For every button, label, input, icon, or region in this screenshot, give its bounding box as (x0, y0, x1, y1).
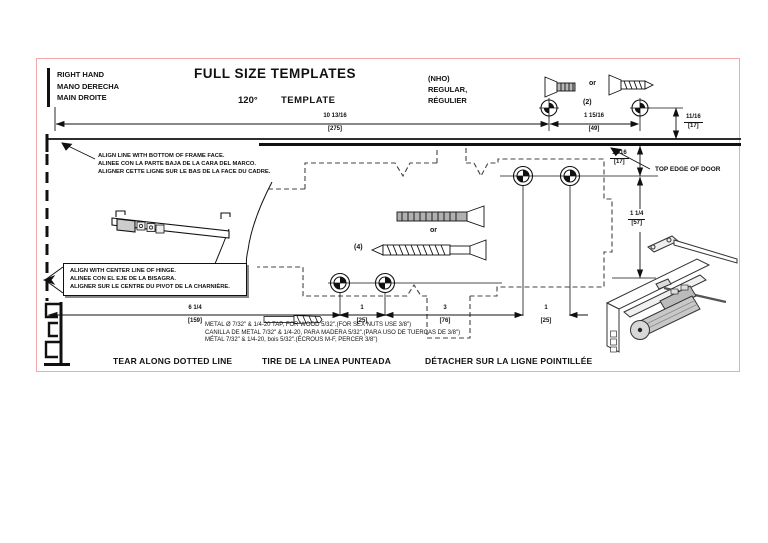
dim-17-top-in: 11/16 (684, 114, 703, 123)
align-frame-fr: ALIGNER CETTE LIGNE SUR LE BAS DE LA FAC… (98, 169, 271, 175)
dim-76-in: 3 (443, 305, 447, 311)
align-frame-note: ALIGN LINE WITH BOTTOM OF FRAME FACE. AL… (98, 152, 270, 176)
qty-label-mid: (4) (354, 244, 363, 251)
dim-25a-in: 1 (360, 305, 364, 311)
dim-25b-in: 1 (544, 305, 548, 311)
top-edge-of-door-label: TOP EDGE OF DOOR (655, 166, 721, 173)
dim-17-door: 11/16 [17] (610, 150, 629, 166)
dim-17-top: 11/16 [17] (684, 114, 703, 130)
dim-17-door-mm: [17] (614, 158, 625, 165)
drill-note-es: CANILLA DE METAL 7/32" & 1/4-20, PARA MA… (205, 329, 461, 336)
dim-57: 1 1/4 [57] (627, 211, 647, 227)
dim-49-mm: [49] (588, 125, 600, 132)
sheet-border (36, 58, 740, 372)
drill-note-fr: MÉTAL 7/32" & 1/4-20, bois 5/32".(ÉCROUS… (205, 337, 378, 344)
regular-label-fr: RÉGULIER (428, 96, 467, 105)
tear-label-en: TEAR ALONG DOTTED LINE (113, 356, 233, 366)
page-title: FULL SIZE TEMPLATES (193, 66, 357, 81)
dim-159-in: 6 1/4 (188, 305, 202, 311)
template-angle: 120° (238, 95, 258, 106)
drill-note-en: METAL Ø 7/32" & 1/4-20 TAP, FOR WOOD 5/3… (205, 322, 412, 328)
dim-49-in: 1 15/16 (583, 113, 605, 119)
align-hinge-es: ALINEE CON EL EJE DE LA BISAGRA. (70, 276, 176, 282)
dim-275-in: 10 13/16 (323, 113, 347, 119)
dim-57-in: 1 1/4 (628, 211, 646, 220)
dim-17-door-in: 11/16 (610, 150, 629, 159)
dim-275-mm: [275] (327, 125, 343, 132)
regular-label: (NHO) REGULAR, RÉGULIER (428, 73, 467, 106)
hand-label-en: RIGHT HAND (57, 70, 105, 79)
qty-label-top: (2) (583, 99, 592, 106)
or-label-mid: or (430, 227, 437, 234)
align-hinge-en: ALIGN WITH CENTER LINE OF HINGE. (70, 268, 176, 274)
align-hinge-callout: ALIGN WITH CENTER LINE OF HINGE. ALINEE … (63, 263, 247, 296)
align-frame-es: ALINEE CON LA PARTE BAJA DE LA CARA DEL … (98, 161, 257, 167)
dim-17-top-mm: [17] (688, 122, 699, 129)
regular-label-en: REGULAR, (428, 85, 468, 94)
tear-label-es: TIRE DE LA LINEA PUNTEADA (262, 356, 392, 366)
dim-25a-mm: [25] (356, 317, 368, 324)
template-word: TEMPLATE (281, 95, 336, 106)
or-label-top: or (589, 80, 596, 87)
dim-25b-mm: [25] (540, 317, 552, 324)
regular-label-nho: (NHO) (428, 74, 450, 83)
align-frame-en: ALIGN LINE WITH BOTTOM OF FRAME FACE. (98, 153, 225, 159)
dim-57-mm: [57] (631, 219, 643, 226)
hand-label-es: MANO DERECHA (57, 81, 120, 91)
hand-label-fr: MAIN DROITE (57, 93, 107, 102)
dim-76-mm: [76] (439, 317, 451, 324)
dim-159-mm: [159] (187, 317, 203, 324)
drill-note: METAL Ø 7/32" & 1/4-20 TAP, FOR WOOD 5/3… (205, 322, 460, 345)
hand-label: RIGHT HAND MANO DERECHA MAIN DROITE (57, 69, 119, 104)
tear-label-fr: DÉTACHER SUR LA LIGNE POINTILLÉE (425, 356, 593, 366)
align-hinge-fr: ALIGNER SUR LE CENTRE DU PIVOT DE LA CHA… (70, 284, 230, 290)
